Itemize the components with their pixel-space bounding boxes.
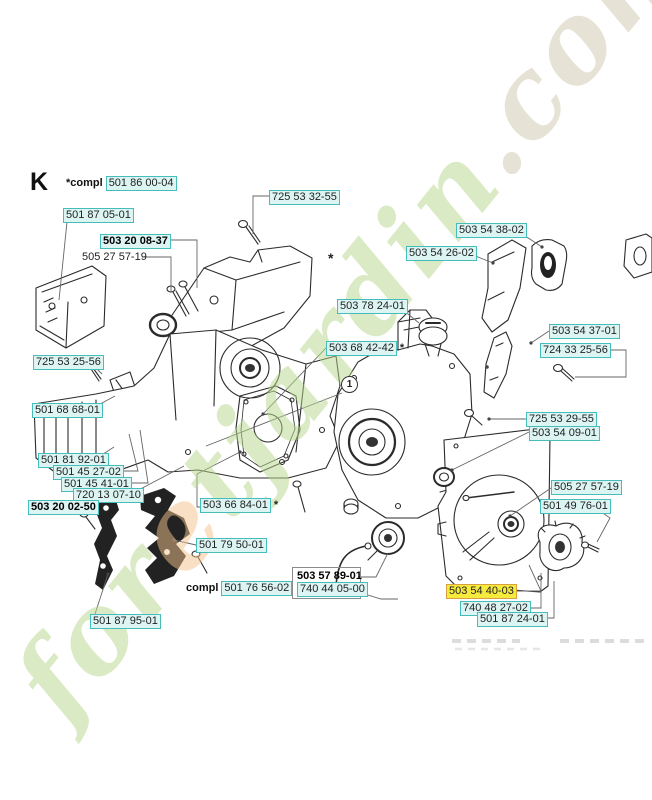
part-number-suffix: * <box>273 499 279 511</box>
callout-1: 1 <box>341 376 358 393</box>
part-number[interactable]: 724 33 25-56 <box>540 343 611 358</box>
part-number[interactable]: 725 53 32-55 <box>269 190 340 205</box>
part-number[interactable]: 740 44 05-00 <box>297 582 368 597</box>
part-number[interactable]: 503 54 09-01 <box>529 426 600 441</box>
part-number[interactable]: 505 27 57-19 <box>551 480 622 495</box>
part-label-724-33-25-56: 724 33 25-56 <box>540 343 611 358</box>
part-label-503-54-26-02: 503 54 26-02 <box>406 246 477 261</box>
part-number[interactable]: 503 20 08-37 <box>100 234 171 249</box>
part-number[interactable]: 503 20 02-50 <box>28 500 99 515</box>
part-label-720-13-07-10: 720 13 07-10 <box>73 488 144 503</box>
part-label-501-79-50-01: 501 79 50-01 <box>196 538 267 553</box>
compl-prefix: compl <box>186 582 219 594</box>
machine-parts: * <box>33 219 652 593</box>
part-label-501-68-68-01: 501 68 68-01 <box>32 403 103 418</box>
part-label-503-54-09-01: 503 54 09-01 <box>529 426 600 441</box>
part-label-501-87-95-01: 501 87 95-01 <box>90 614 161 629</box>
part-label-501-49-76-01: 501 49 76-01 <box>540 499 611 514</box>
part-number[interactable]: 503 54 26-02 <box>406 246 477 261</box>
part-number: 505 27 57-19 <box>82 251 147 263</box>
part-label-503-66-84-01: 503 66 84-01* <box>200 498 278 513</box>
part-number[interactable]: 501 87 24-01 <box>477 612 548 627</box>
part-number[interactable]: 725 53 25-56 <box>33 355 104 370</box>
part-label-503-78-24-01: 503 78 24-01 <box>337 299 408 314</box>
part-number[interactable]: 501 79 50-01 <box>196 538 267 553</box>
part-label-503-20-02-50: 503 20 02-50 <box>28 500 99 515</box>
part-number[interactable]: 501 86 00-04 <box>105 176 177 191</box>
part-label-505-27-57-19-top: 505 27 57-19 <box>82 251 147 264</box>
part-label-740-44-05-00: 740 44 05-00 <box>297 582 368 597</box>
part-label-501-87-24-01: 501 87 24-01 <box>477 612 548 627</box>
part-number-suffix: * <box>399 342 405 354</box>
svg-text:*: * <box>328 250 334 266</box>
part-label-501-87-05-01: 501 87 05-01 <box>63 208 134 223</box>
part-number[interactable]: 503 78 24-01 <box>337 299 408 314</box>
part-number[interactable]: 501 68 68-01 <box>32 403 103 418</box>
part-label-503-54-37-01: 503 54 37-01 <box>549 324 620 339</box>
part-label-725-53-29-55: 725 53 29-55 <box>526 412 597 427</box>
part-label-503-54-40-03: 503 54 40-03 <box>446 584 517 599</box>
part-number[interactable]: 503 54 37-01 <box>549 324 620 339</box>
part-number[interactable]: 503 54 40-03 <box>446 584 517 599</box>
part-label-725-53-32-55: 725 53 32-55 <box>269 190 340 205</box>
compl-prefix: *compl <box>66 177 103 189</box>
section-letter: K <box>30 168 49 196</box>
part-number[interactable]: 725 53 29-55 <box>526 412 597 427</box>
leader-end-dots <box>106 245 544 576</box>
part-number: 503 57 89-01 <box>297 570 362 582</box>
part-label-503-20-08-37: 503 20 08-37 <box>100 234 171 249</box>
part-number[interactable]: 501 76 56-02 <box>221 581 293 596</box>
scan-artifacts <box>452 639 648 651</box>
part-number[interactable]: 503 68 42-42 <box>326 341 397 356</box>
part-label-503-54-38-02: 503 54 38-02 <box>456 223 527 238</box>
part-number[interactable]: 501 87 05-01 <box>63 208 134 223</box>
part-label-503-68-42-42: 503 68 42-42* <box>326 341 404 356</box>
part-number[interactable]: 503 66 84-01 <box>200 498 271 513</box>
part-number[interactable]: 501 49 76-01 <box>540 499 611 514</box>
part-label-725-53-25-56: 725 53 25-56 <box>33 355 104 370</box>
part-number[interactable]: 720 13 07-10 <box>73 488 144 503</box>
part-label-503-57-89-01: 503 57 89-01 <box>297 570 362 583</box>
part-number[interactable]: 501 87 95-01 <box>90 614 161 629</box>
part-number[interactable]: 503 54 38-02 <box>456 223 527 238</box>
part-label-505-27-57-19-right: 505 27 57-19 <box>551 480 622 495</box>
